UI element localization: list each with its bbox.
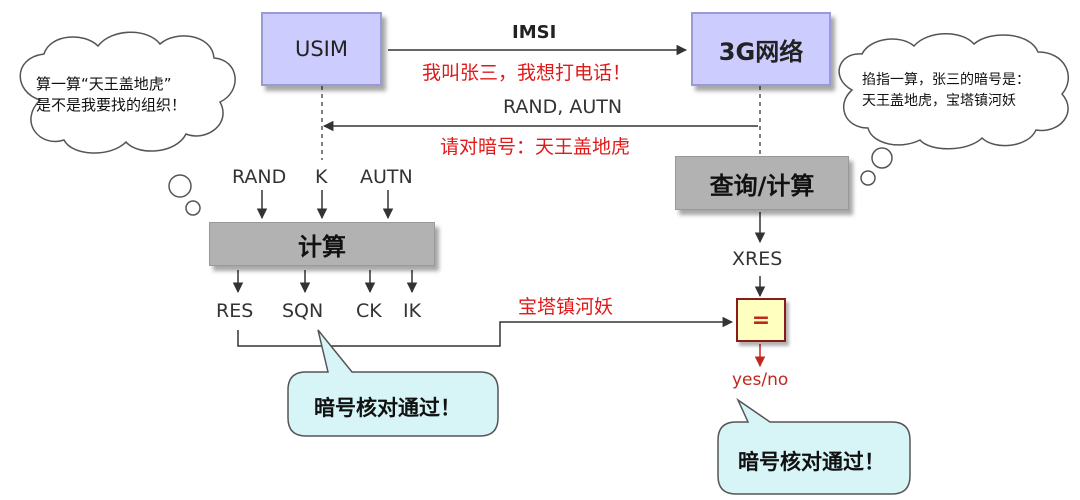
input-autn-label: AUTN [360,166,413,188]
callout-right-text: 暗号核对通过！ [738,450,885,474]
compute-label: 计算 [298,232,346,261]
usim-box: USIM [261,12,382,86]
output-ck-label: CK [356,300,382,322]
lookup-box: 查询/计算 [675,156,849,210]
left-bubble-line-1: 算一算“天王盖地虎” [36,75,172,93]
xres-label: XRES [732,248,783,270]
callout-right-shape [717,397,911,495]
callout-left-shape [287,329,499,437]
equals-symbol: = [751,307,771,333]
result-label: yes/no [732,370,789,390]
output-sqn-label: SQN [282,300,324,322]
equals-box: = [736,298,786,342]
thought-bubble-right [838,33,1069,186]
usim-label: USIM [294,37,348,61]
output-res-label: RES [216,300,254,322]
imsi-label: IMSI [512,22,557,43]
rand-autn-label: RAND, AUTN [503,96,623,118]
challenge-note: 请对暗号：天王盖地虎 [440,136,631,158]
callout-left-text: 暗号核对通过！ [314,396,461,420]
compute-box: 计算 [209,222,435,266]
answer-note: 宝塔镇河妖 [518,296,614,318]
thought-bubble-left [19,31,236,216]
lookup-label: 查询/计算 [709,171,815,200]
input-k-label: K [315,166,328,188]
res-to-compare-path [237,316,734,347]
right-bubble-line-2: 天王盖地虎，宝塔镇河妖 [862,93,1016,109]
left-bubble-text: 算一算“天王盖地虎” 是不是我要找的组织！ [36,74,186,116]
left-bubble-line-2: 是不是我要找的组织！ [36,96,187,114]
imsi-note: 我叫张三，我想打电话！ [422,62,632,84]
network-label: 3G网络 [718,37,804,66]
right-bubble-text: 掐指一算，张三的暗号是： 天王盖地虎，宝塔镇河妖 [862,70,1030,112]
right-bubble-line-1: 掐指一算，张三的暗号是： [862,72,1030,88]
input-rand-label: RAND [232,166,287,188]
network-box: 3G网络 [691,12,831,86]
output-ik-label: IK [403,300,422,322]
